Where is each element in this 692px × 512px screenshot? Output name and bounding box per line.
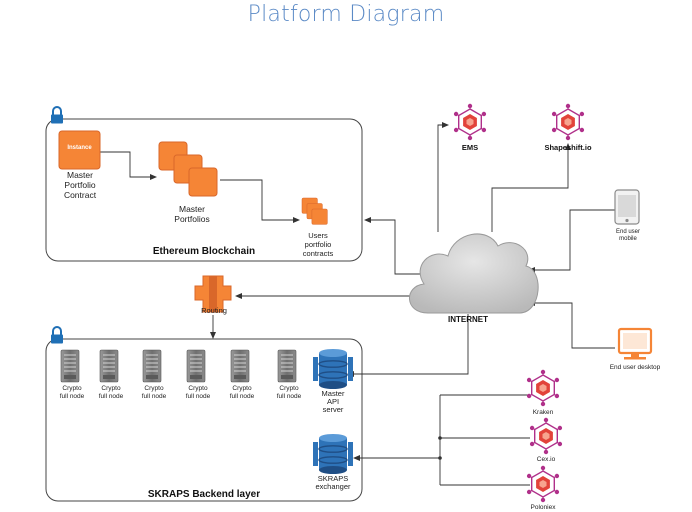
master-contract-line-3: Contract [64,190,97,200]
exchanger-line-1: SKRAPS [318,474,348,483]
server-rack-icon [186,349,206,383]
node-5-line-2: full node [230,393,255,400]
lock-icon [50,106,64,125]
instance-label: Instance [67,145,92,151]
hex-network-icon [526,369,560,407]
shapeshift-label: Shapeshift.io [544,143,592,152]
route53-icon [194,275,232,313]
master-contract-line-2: Portfolio [64,180,95,190]
node-5-line-1: Crypto [232,385,252,392]
node-1-line-2: full node [60,393,85,400]
kraken-label: Kraken [533,409,554,416]
cex-label: Cex.io [537,456,556,463]
dynamodb-icon [312,348,354,390]
node-4-line-2: full node [186,393,211,400]
master-portfolios-line-2: Portfolios [174,214,209,224]
server-rack-icon [60,349,80,383]
hex-network-icon [529,417,563,455]
master-portfolios-line-1: Master [179,204,205,214]
connectors [100,122,615,486]
master-contract-line-1: Master [67,170,93,180]
internet-label: INTERNET [448,315,488,324]
server-rack-icon [99,349,119,383]
hex-network-icon [526,465,560,503]
node-2-line-2: full node [99,393,124,400]
cloud-icon [409,233,539,314]
lock-icon [50,326,64,345]
page-title: Platform Diagram [247,2,445,27]
node-6-line-2: full node [277,393,302,400]
ems-label: EMS [462,143,478,152]
users-contracts-line-3: contracts [303,249,334,258]
node-1-line-1: Crypto [62,385,82,392]
server-rack-icon [230,349,250,383]
server-rack-icon [277,349,297,383]
node-6-line-1: Crypto [279,385,299,392]
server-rack-icon [142,349,162,383]
mobile-line-2: mobile [619,236,637,242]
master-api-line-1: Master [322,389,345,398]
node-3-line-1: Crypto [144,385,164,392]
master-api-line-3: server [323,405,344,414]
master-api-line-2: API [327,397,339,406]
aws-instance-icon [58,130,101,170]
poloniex-label: Poloniex [531,504,557,511]
routing-label: Routing [201,306,227,315]
hex-network-icon [551,103,585,141]
node-3-line-2: full node [142,393,167,400]
hex-network-icon [453,103,487,141]
mobile-phone-icon [614,189,640,225]
dynamodb-icon [312,433,354,475]
users-contracts-line-2: portfolio [305,240,332,249]
ethereum-group-label: Ethereum Blockchain [153,246,255,257]
desktop-monitor-icon [617,327,653,360]
mobile-line-1: End user [616,229,640,235]
node-4-line-1: Crypto [188,385,208,392]
users-contracts-line-1: Users [308,231,328,240]
exchanger-line-2: exchanger [315,482,351,491]
backend-group-label: SKRAPS Backend layer [148,489,260,500]
node-2-line-1: Crypto [101,385,121,392]
desktop-label: End user desktop [610,364,661,371]
